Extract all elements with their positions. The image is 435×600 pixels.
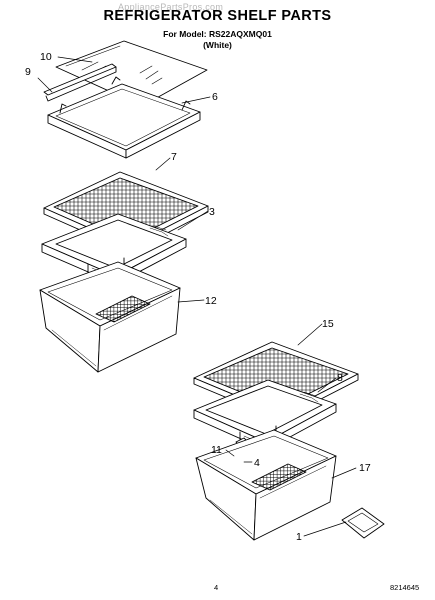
crisper-drawer-upper[interactable] bbox=[39, 261, 181, 373]
callout-17: 17 bbox=[359, 462, 371, 474]
glass-shelf-frame[interactable] bbox=[47, 76, 201, 159]
callout-11: 11 bbox=[211, 444, 222, 456]
color-variant: (White) bbox=[203, 40, 232, 50]
callout-15: 15 bbox=[322, 318, 334, 330]
callout-12: 12 bbox=[205, 295, 217, 307]
shelf-front-trim[interactable] bbox=[43, 63, 117, 102]
crisper-drawer-lower[interactable] bbox=[195, 429, 337, 541]
callout-4: 4 bbox=[254, 457, 260, 469]
page-number: 4 bbox=[214, 583, 218, 592]
watermark-text: AppliancePartsPros.com bbox=[118, 2, 224, 12]
drawer-label-insert[interactable] bbox=[341, 507, 385, 539]
callout-6: 6 bbox=[212, 91, 218, 103]
document-number: 8214645 bbox=[390, 583, 419, 592]
model-number: For Model: RS22AQXMQ01 bbox=[163, 29, 272, 39]
callout-1: 1 bbox=[296, 531, 302, 543]
callout-3: 3 bbox=[209, 206, 215, 218]
callout-9: 9 bbox=[25, 66, 31, 78]
page-title: REFRIGERATOR SHELF PARTS bbox=[103, 8, 332, 24]
callout-7: 7 bbox=[171, 151, 177, 163]
callout-10: 10 bbox=[40, 51, 52, 63]
leader-lines bbox=[37, 56, 357, 537]
callout-8: 8 bbox=[337, 372, 343, 384]
